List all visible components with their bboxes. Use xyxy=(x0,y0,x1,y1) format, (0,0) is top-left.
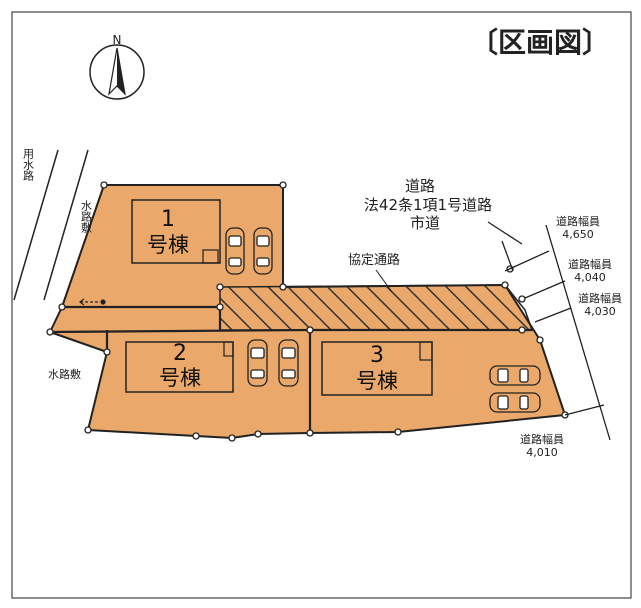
road-width-value-3: 4,030 xyxy=(584,305,616,318)
compass-label: N xyxy=(113,33,122,47)
parking-car-icon xyxy=(489,365,541,413)
water-channel-label: 用水路 xyxy=(22,148,35,182)
road-dimension-lines xyxy=(487,221,611,441)
lot-3-number: 3 xyxy=(370,343,384,368)
road-width-value-4: 4,010 xyxy=(526,446,558,459)
road-width-label-1: 道路幅員 xyxy=(556,214,600,228)
parking-car-icon xyxy=(247,339,299,387)
main-road-label-1: 道路 xyxy=(405,177,435,195)
lot-3-building xyxy=(321,341,433,396)
lot-2: 2 号棟 xyxy=(125,339,299,393)
lot-2-number: 2 xyxy=(173,341,187,366)
boundary-markers xyxy=(46,181,569,442)
north-arrow-icon: N xyxy=(89,33,145,100)
page-title: 〔区画図〕 xyxy=(470,26,610,59)
main-road-label-3: 市道 xyxy=(410,214,440,232)
parking-car-icon xyxy=(225,227,273,275)
agreement-road xyxy=(219,284,534,331)
water-plot-label-bottom: 水路敷 xyxy=(48,367,81,381)
road-width-value-1: 4,650 xyxy=(562,228,594,241)
water-channel: 用水路 xyxy=(13,148,89,301)
lot-2-name: 号棟 xyxy=(159,366,201,390)
agreement-road-label: 協定通路 xyxy=(348,252,400,268)
road-width-label-2: 道路幅員 xyxy=(568,257,612,271)
lot-2-building xyxy=(125,341,234,393)
lot-1-name: 号棟 xyxy=(147,233,189,257)
frame-border xyxy=(11,11,632,599)
road-width-label-4: 道路幅員 xyxy=(520,432,564,446)
road-width-value-2: 4,040 xyxy=(574,271,606,284)
direction-arrow-icon xyxy=(79,298,106,306)
main-road-label-2: 法42条1項1号道路 xyxy=(364,196,492,214)
agreement-road-leader xyxy=(375,269,393,293)
lot-1-number: 1 xyxy=(161,207,175,232)
road-width-label-3: 道路幅員 xyxy=(578,291,622,305)
lot-divisions xyxy=(49,305,532,433)
water-plot-label-top: 水路敷 xyxy=(80,200,93,234)
lot-1-building xyxy=(131,199,221,264)
lot-3: 3 号棟 xyxy=(321,341,541,413)
lot-1: 1 号棟 xyxy=(131,199,273,275)
lot-3-name: 号棟 xyxy=(356,369,398,393)
